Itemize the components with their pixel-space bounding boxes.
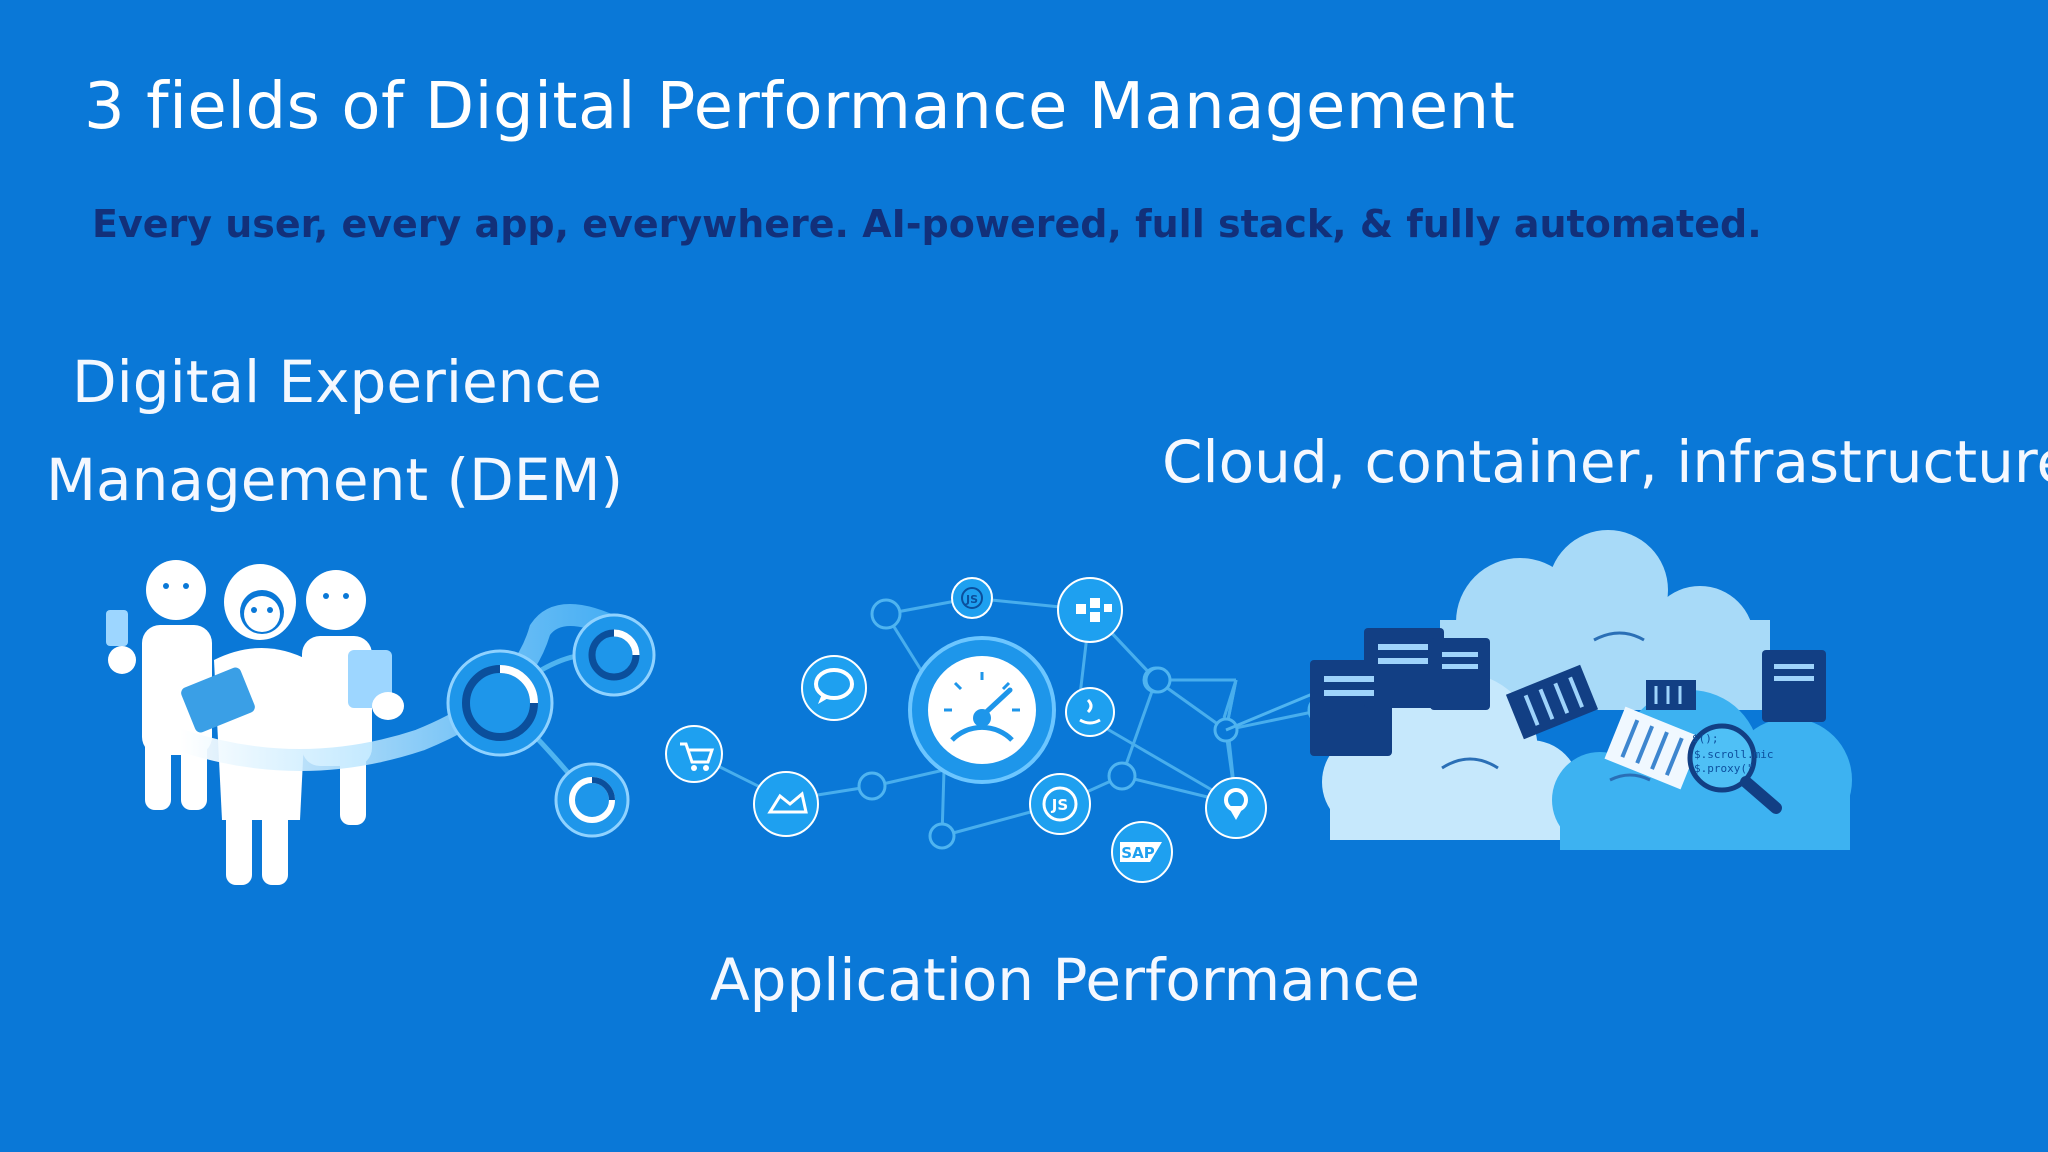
ring-node-top-icon — [574, 615, 654, 695]
svg-text:JS: JS — [965, 593, 978, 606]
location-node-icon — [1206, 778, 1266, 838]
user-woman-icon — [179, 564, 308, 885]
tomcat-node-icon — [754, 772, 818, 836]
cloud-illustration: $(); $.scroll.mic $.proxy(" — [1226, 530, 1852, 850]
users-illustration — [106, 560, 404, 885]
js-node-bottom-icon: JS — [1030, 774, 1090, 834]
cubes-node-icon — [1058, 578, 1122, 642]
cart-node-icon — [666, 726, 722, 782]
svg-text:$.proxy(": $.proxy(" — [1694, 762, 1754, 775]
sap-node-icon: SAP — [1112, 822, 1172, 882]
svg-text:$.scroll.mic: $.scroll.mic — [1694, 748, 1773, 761]
svg-text:SAP: SAP — [1121, 844, 1154, 862]
network-dot — [930, 824, 954, 848]
dem-nodes — [448, 615, 654, 836]
ring-node-large-icon — [448, 651, 552, 755]
js-node-top-icon: JS — [952, 578, 992, 618]
network-dot — [1146, 668, 1170, 692]
java-node-icon — [1066, 688, 1114, 736]
svg-text:JS: JS — [1051, 796, 1068, 814]
ring-node-bottom-icon — [556, 764, 628, 836]
user-man-right-icon — [302, 570, 404, 825]
svg-text:$();: $(); — [1692, 732, 1719, 745]
network-dot — [1109, 763, 1135, 789]
chat-node-icon — [802, 656, 866, 720]
network-dot — [872, 600, 900, 628]
speedometer-icon — [910, 638, 1054, 782]
app-network: JS — [666, 578, 1400, 882]
network-dot — [859, 773, 885, 799]
